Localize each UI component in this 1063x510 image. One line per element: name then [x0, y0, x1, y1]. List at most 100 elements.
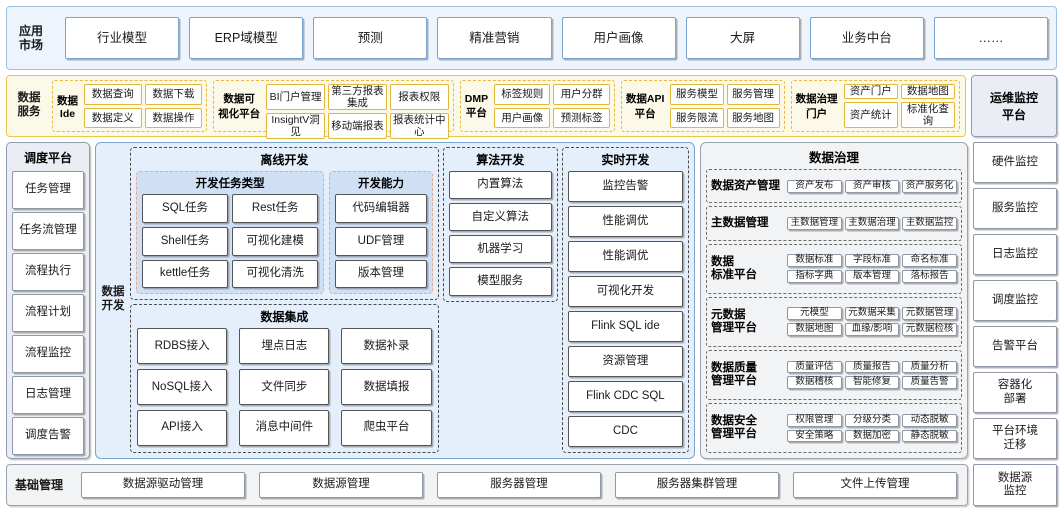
service-item[interactable]: 报表统计中心: [389, 113, 449, 140]
integration-item[interactable]: NoSQL接入: [137, 369, 228, 406]
integration-item[interactable]: API接入: [137, 410, 228, 446]
realtime-item[interactable]: 性能调优: [567, 206, 683, 237]
governance-item[interactable]: 质量分析: [902, 360, 957, 374]
integration-item[interactable]: 埋点日志: [239, 328, 330, 365]
service-item[interactable]: 数据查询: [84, 84, 142, 105]
governance-item[interactable]: 主数据管理: [787, 217, 842, 231]
integration-item[interactable]: 爬虫平台: [341, 410, 432, 446]
base-item[interactable]: 服务器集群管理: [615, 472, 779, 498]
service-item[interactable]: 服务限流: [670, 107, 724, 128]
realtime-item[interactable]: 资源管理: [567, 346, 683, 377]
governance-item[interactable]: 资产审核: [844, 179, 900, 193]
governance-item[interactable]: 数据地图: [787, 323, 842, 337]
ops-monitor-item[interactable]: 容器化 部署: [973, 372, 1057, 413]
realtime-item[interactable]: 监控告警: [567, 171, 683, 202]
app-item[interactable]: 大屏: [685, 17, 800, 59]
service-item[interactable]: 标准化查询: [900, 101, 956, 128]
base-item[interactable]: 数据源驱动管理: [81, 472, 245, 498]
service-item[interactable]: 服务管理: [726, 84, 780, 105]
service-item[interactable]: 资产统计: [843, 101, 898, 128]
dev-capability-item[interactable]: 版本管理: [335, 259, 427, 289]
algorithm-item[interactable]: 内置算法: [448, 171, 552, 200]
scheduling-item[interactable]: 流程监控: [12, 335, 84, 373]
governance-item[interactable]: 数据标准: [787, 254, 842, 268]
algorithm-item[interactable]: 机器学习: [448, 235, 552, 264]
service-item[interactable]: 预测标签: [553, 107, 610, 128]
governance-item[interactable]: 指标字典: [787, 270, 842, 284]
app-item[interactable]: 用户画像: [561, 17, 676, 59]
service-item[interactable]: 用户画像: [494, 107, 551, 128]
integration-item[interactable]: 消息中间件: [239, 410, 330, 446]
governance-item[interactable]: 质量报告: [844, 360, 900, 374]
integration-item[interactable]: 数据填报: [341, 369, 432, 406]
governance-item[interactable]: 质量告警: [902, 376, 957, 390]
scheduling-item[interactable]: 流程计划: [12, 294, 84, 332]
realtime-item[interactable]: Flink SQL ide: [567, 311, 683, 342]
dev-capability-item[interactable]: UDF管理: [335, 226, 427, 256]
governance-item[interactable]: 数据稽核: [787, 376, 842, 390]
realtime-item[interactable]: Flink CDC SQL: [567, 381, 683, 412]
dev-capability-item[interactable]: 代码编辑器: [335, 194, 427, 223]
service-item[interactable]: 资产门户: [843, 84, 898, 99]
base-item[interactable]: 服务器管理: [437, 472, 601, 498]
integration-item[interactable]: RDBS接入: [137, 328, 228, 365]
ops-monitor-item[interactable]: 服务监控: [973, 188, 1057, 229]
dev-task-item[interactable]: 可视化清洗: [232, 259, 319, 289]
service-item[interactable]: 数据地图: [900, 84, 956, 99]
service-item[interactable]: 标签规则: [494, 84, 551, 105]
dev-task-item[interactable]: Shell任务: [142, 226, 229, 256]
service-item[interactable]: 服务模型: [670, 84, 724, 105]
service-item[interactable]: 第三方报表集成: [328, 84, 387, 111]
realtime-item[interactable]: CDC: [567, 416, 683, 447]
service-item[interactable]: 服务地图: [726, 107, 780, 128]
governance-item[interactable]: 命名标准: [902, 254, 957, 268]
base-item[interactable]: 文件上传管理: [793, 472, 957, 498]
dev-task-item[interactable]: SQL任务: [142, 194, 229, 223]
governance-item[interactable]: 质量评估: [787, 360, 842, 374]
governance-item[interactable]: 主数据监控: [902, 217, 957, 231]
scheduling-item[interactable]: 流程执行: [12, 253, 84, 291]
service-item[interactable]: BI门户管理: [266, 84, 326, 111]
integration-item[interactable]: 数据补录: [341, 328, 432, 365]
algorithm-item[interactable]: 自定义算法: [448, 203, 552, 232]
service-item[interactable]: 数据定义: [84, 107, 142, 128]
app-item[interactable]: 业务中台: [809, 17, 924, 59]
scheduling-item[interactable]: 任务流管理: [12, 212, 84, 250]
governance-item[interactable]: 血缘/影响: [844, 323, 900, 337]
base-item[interactable]: 数据源管理: [259, 472, 423, 498]
governance-item[interactable]: 安全策略: [787, 429, 842, 443]
service-item[interactable]: 移动端报表: [328, 113, 387, 140]
scheduling-item[interactable]: 调度告警: [12, 417, 84, 455]
app-item[interactable]: 精准营销: [437, 17, 552, 59]
ops-monitor-item[interactable]: 平台环境 迁移: [973, 418, 1057, 459]
governance-item[interactable]: 分级分类: [844, 413, 900, 427]
app-item-more[interactable]: ……: [933, 17, 1048, 59]
ops-monitor-item[interactable]: 告警平台: [973, 326, 1057, 367]
governance-item[interactable]: 权限管理: [787, 413, 842, 427]
realtime-item[interactable]: 性能调优: [567, 241, 683, 272]
service-item[interactable]: 数据操作: [144, 107, 203, 128]
dev-task-item[interactable]: 可视化建模: [232, 226, 319, 256]
app-item[interactable]: 预测: [313, 17, 428, 59]
ops-monitor-item[interactable]: 调度监控: [973, 280, 1057, 321]
scheduling-item[interactable]: 任务管理: [12, 171, 84, 209]
service-item[interactable]: 报表权限: [389, 84, 449, 111]
governance-item[interactable]: 元数据检核: [902, 323, 957, 337]
scheduling-item[interactable]: 日志管理: [12, 376, 84, 414]
governance-item[interactable]: 元模型: [787, 307, 842, 321]
service-item[interactable]: 数据下载: [144, 84, 203, 105]
governance-item[interactable]: 智能修复: [844, 376, 900, 390]
governance-item[interactable]: 版本管理: [844, 270, 900, 284]
governance-item[interactable]: 字段标准: [844, 254, 900, 268]
service-item[interactable]: InsightV洞见: [266, 113, 326, 140]
ops-monitor-item[interactable]: 日志监控: [973, 234, 1057, 275]
service-item[interactable]: 用户分群: [553, 84, 610, 105]
governance-item[interactable]: 动态脱敏: [902, 413, 957, 427]
governance-item[interactable]: 资产发布: [787, 179, 842, 193]
algorithm-item[interactable]: 模型服务: [448, 267, 552, 296]
dev-task-item[interactable]: kettle任务: [142, 259, 229, 289]
governance-item[interactable]: 数据加密: [844, 429, 900, 443]
governance-item[interactable]: 资产服务化: [902, 179, 957, 193]
governance-item[interactable]: 主数据治理: [844, 217, 900, 231]
dev-task-item[interactable]: Rest任务: [232, 194, 319, 223]
